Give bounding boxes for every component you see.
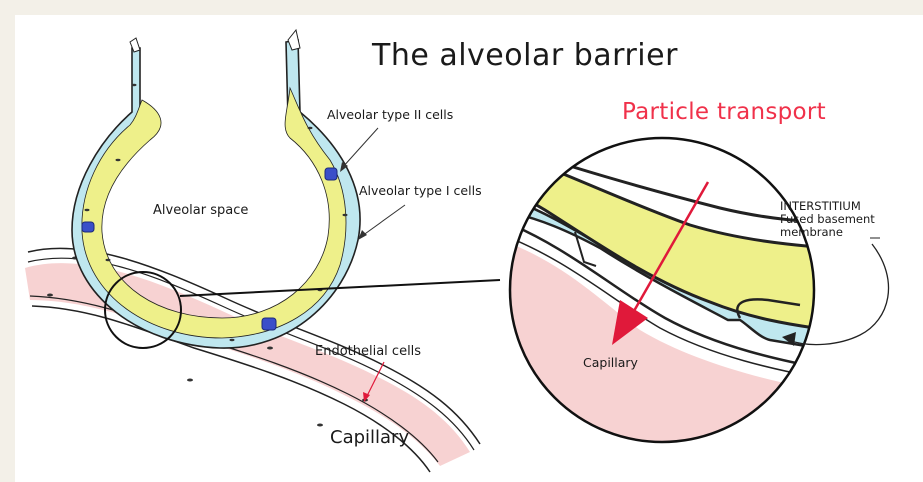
- alveolar-type1-label: Alveolar type I cells: [359, 183, 482, 198]
- interstitium-label: INTERSTITIUM Fused basement membrane: [780, 200, 875, 239]
- alveolar-type2-label: Alveolar type II cells: [327, 107, 453, 122]
- type2-cell: [325, 168, 337, 180]
- type2-cell: [262, 318, 276, 330]
- capillary-zoom-label: Capillary: [583, 355, 638, 370]
- endothelial-cells-label: Endothelial cells: [315, 344, 421, 359]
- diagram-title: The alveolar barrier: [372, 38, 678, 73]
- type2-cell: [82, 222, 94, 232]
- membrane-text: membrane: [780, 226, 875, 239]
- capillary-label: Capillary: [330, 427, 409, 448]
- particle-transport-heading: Particle transport: [622, 99, 826, 125]
- alveolar-space-label: Alveolar space: [153, 203, 248, 218]
